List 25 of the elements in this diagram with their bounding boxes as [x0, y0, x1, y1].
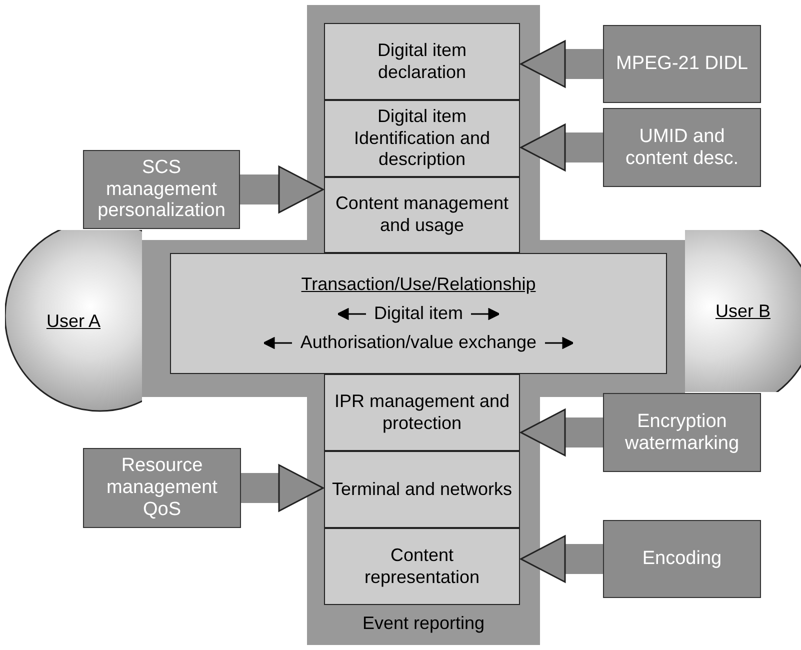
input-box: SCS management personalization — [83, 150, 240, 229]
block-arrow — [520, 40, 603, 88]
input-box: Encryption watermarking — [603, 393, 761, 472]
transaction-box — [170, 253, 667, 374]
flow-text: Authorisation/value exchange — [300, 332, 537, 353]
layer-box: Content management and usage — [324, 177, 520, 253]
block-arrow — [520, 124, 603, 172]
layer-box: Terminal and networks — [324, 451, 520, 528]
user-label: User B — [715, 300, 770, 322]
input-box: UMID and content desc. — [603, 108, 761, 187]
layer-box: Content representation — [324, 528, 520, 605]
input-box: Resource management QoS — [83, 448, 241, 528]
flow-text: Digital item — [374, 303, 464, 324]
layer-box: IPR management and protection — [324, 374, 520, 451]
heading-text: Transaction/Use/Relationship — [301, 274, 536, 295]
input-box: MPEG-21 DIDL — [603, 25, 761, 103]
block-arrow — [240, 166, 324, 214]
user-label: User A — [46, 311, 101, 332]
layer-box: Digital item declaration — [324, 23, 520, 100]
band-label: Event reporting — [361, 613, 486, 634]
block-arrow — [520, 408, 603, 456]
layer-box: Digital item Identification and description — [324, 100, 520, 177]
block-arrow — [241, 464, 324, 512]
block-arrow — [520, 535, 603, 583]
input-box: Encoding — [603, 520, 761, 598]
